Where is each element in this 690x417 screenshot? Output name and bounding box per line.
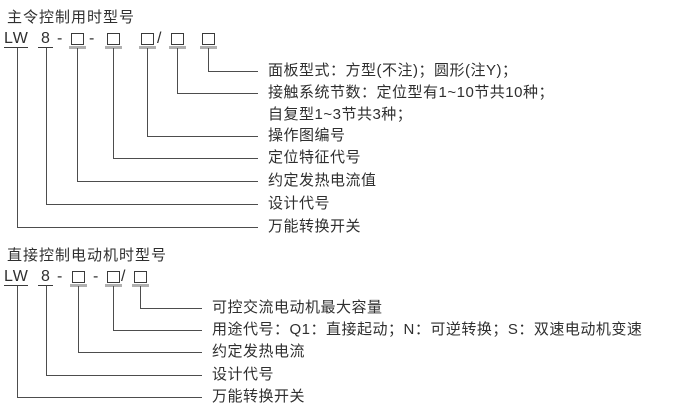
connector-line-v bbox=[208, 48, 209, 71]
label-motor-capacity: 可控交流电动机最大容量 bbox=[212, 299, 383, 316]
label-thermal-current: 约定发热电流值 bbox=[268, 172, 377, 189]
dash-separator: - bbox=[93, 268, 100, 285]
connector-line-h bbox=[78, 352, 202, 353]
label-design-code: 设计代号 bbox=[212, 366, 275, 383]
model-box-current bbox=[71, 33, 84, 45]
box-underline bbox=[200, 46, 217, 49]
connector-line-h bbox=[113, 330, 202, 331]
model-box-operation-diagram bbox=[141, 33, 154, 45]
model-prefix: LW bbox=[4, 268, 29, 285]
connector-line-v bbox=[140, 286, 141, 308]
label-design-code: 设计代号 bbox=[268, 195, 331, 212]
model-box-current bbox=[72, 271, 85, 283]
connector-line-h bbox=[140, 308, 202, 309]
connector-line-h bbox=[177, 93, 258, 94]
box-underline bbox=[132, 284, 149, 287]
model-prefix: LW bbox=[4, 30, 29, 47]
connector-line-h bbox=[208, 71, 258, 72]
label-positioning-code: 定位特征代号 bbox=[268, 149, 362, 166]
label-universal-switch: 万能转换开关 bbox=[212, 388, 306, 405]
connector-line-h bbox=[46, 204, 258, 205]
connector-line-v bbox=[147, 48, 148, 136]
underline bbox=[38, 285, 53, 286]
label-contact-sections-2: 自复型1~3节共3种； bbox=[268, 106, 413, 123]
model-box-sections bbox=[171, 33, 184, 45]
connector-line-h bbox=[17, 227, 258, 228]
label-panel-type: 面板型式：方型(不注)；圆形(注Y)； bbox=[268, 62, 518, 79]
label-contact-sections: 接触系统节数：定位型有1~10节共10种； bbox=[268, 84, 554, 101]
slash-separator: / bbox=[121, 268, 127, 285]
box-underline bbox=[69, 46, 86, 49]
dash-separator: - bbox=[57, 30, 64, 47]
box-underline bbox=[70, 284, 87, 287]
model-box-positioning bbox=[107, 33, 120, 45]
connector-line-h bbox=[46, 375, 202, 376]
section2-title: 直接控制电动机时型号 bbox=[7, 247, 168, 264]
connector-line-v bbox=[17, 286, 18, 397]
label-universal-switch: 万能转换开关 bbox=[268, 218, 362, 235]
label-thermal-current: 约定发热电流 bbox=[212, 343, 306, 360]
underline bbox=[4, 47, 28, 48]
connector-line-v bbox=[46, 48, 47, 204]
connector-line-v bbox=[113, 286, 114, 330]
model-box-panel-type bbox=[202, 33, 215, 45]
connector-line-v bbox=[78, 286, 79, 352]
box-underline bbox=[105, 284, 122, 287]
connector-line-v bbox=[17, 48, 18, 227]
model-design-digit: 8 bbox=[41, 30, 51, 47]
box-underline bbox=[139, 46, 156, 49]
connector-line-v bbox=[46, 286, 47, 375]
connector-line-v bbox=[177, 48, 178, 93]
connector-line-h bbox=[113, 158, 258, 159]
underline bbox=[4, 285, 28, 286]
label-operation-diagram: 操作图编号 bbox=[268, 127, 346, 144]
dash-separator: - bbox=[89, 30, 96, 47]
model-box-usage bbox=[107, 271, 120, 283]
model-box-motor-capacity bbox=[134, 271, 147, 283]
underline bbox=[38, 47, 53, 48]
connector-line-v bbox=[113, 48, 114, 158]
connector-line-v bbox=[77, 48, 78, 181]
connector-line-h bbox=[17, 397, 202, 398]
connector-line-h bbox=[147, 136, 258, 137]
box-underline bbox=[105, 46, 122, 49]
box-underline bbox=[169, 46, 186, 49]
label-usage-code: 用途代号：Q1：直接起动；N：可逆转换；S：双速电动机变速 bbox=[212, 321, 643, 338]
connector-line-h bbox=[77, 181, 258, 182]
model-design-digit: 8 bbox=[41, 268, 51, 285]
slash-separator: / bbox=[157, 30, 163, 47]
section1-title: 主令控制用时型号 bbox=[7, 9, 136, 26]
dash-separator: - bbox=[57, 268, 64, 285]
